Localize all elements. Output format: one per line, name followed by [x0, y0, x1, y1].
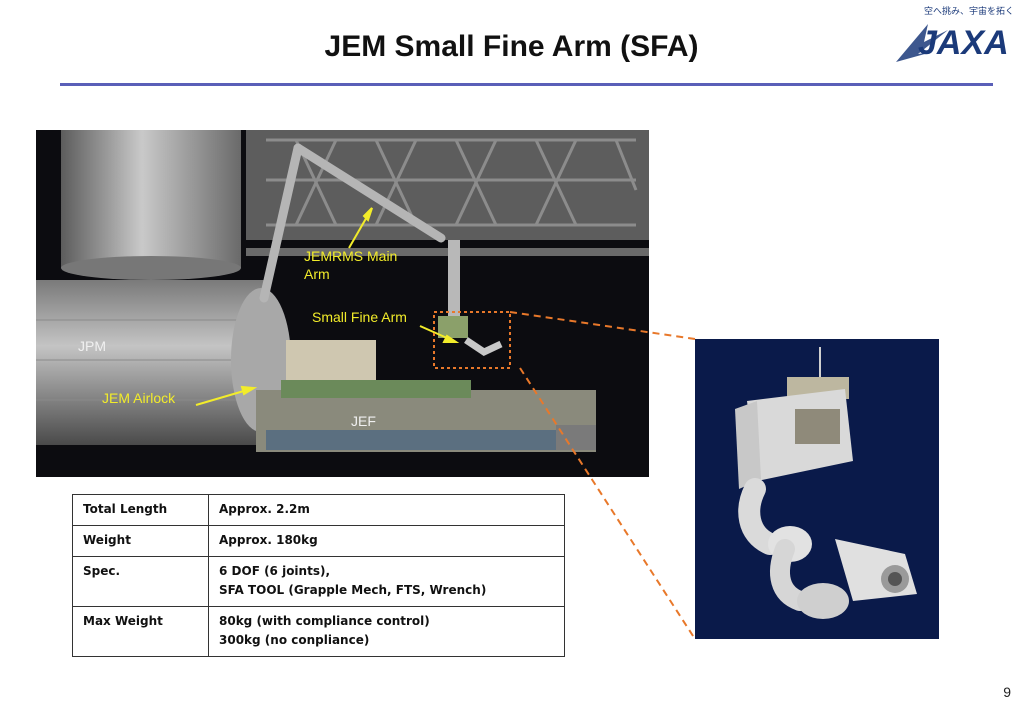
label-small-fine-arm: Small Fine Arm: [312, 309, 407, 325]
table-cell-value: 6 DOF (6 joints), SFA TOOL (Grapple Mech…: [208, 556, 565, 607]
sfa-spec-table: Total Length Approx. 2.2m Weight Approx.…: [72, 494, 565, 657]
table-cell-value: Approx. 2.2m: [208, 494, 565, 526]
table-cell-label: Spec.: [72, 556, 209, 607]
value-line: 80kg (with compliance control): [219, 614, 430, 628]
jaxa-logo: 空へ挑み、宇宙を拓く JAXA: [888, 2, 1014, 82]
page-number: 9: [1003, 684, 1011, 700]
table-row: Total Length Approx. 2.2m: [72, 494, 565, 526]
value-line: Approx. 180kg: [219, 533, 318, 547]
title-divider: [60, 83, 993, 86]
label-jemrms-main-arm-line2: Arm: [304, 266, 330, 282]
label-jemrms-main-arm: JEMRMS Main: [304, 248, 398, 264]
label-jef: JEF: [351, 413, 376, 429]
svg-text:JAXA: JAXA: [918, 24, 1008, 62]
value-line: SFA TOOL (Grapple Mech, FTS, Wrench): [219, 583, 487, 597]
table-cell-value: Approx. 180kg: [208, 525, 565, 557]
table-cell-label: Total Length: [72, 494, 209, 526]
iss-jem-render-image: JEMRMS Main Arm Small Fine Arm JPM JEM A…: [36, 130, 649, 477]
table-cell-value: 80kg (with compliance control) 300kg (no…: [208, 606, 565, 657]
logo-tagline: 空へ挑み、宇宙を拓く: [924, 6, 1015, 16]
table-cell-label: Max Weight: [72, 606, 209, 657]
sfa-closeup-image: [695, 339, 939, 639]
value-line: Approx. 2.2m: [219, 502, 310, 516]
label-jem-airlock: JEM Airlock: [102, 390, 176, 406]
table-row: Weight Approx. 180kg: [72, 525, 565, 557]
label-jpm: JPM: [78, 338, 106, 354]
table-row: Spec. 6 DOF (6 joints), SFA TOOL (Grappl…: [72, 556, 565, 607]
table-cell-label: Weight: [72, 525, 209, 557]
value-line: 6 DOF (6 joints),: [219, 564, 331, 578]
value-line: 300kg (no conpliance): [219, 633, 370, 647]
slide-title: JEM Small Fine Arm (SFA): [324, 30, 699, 63]
table-row: Max Weight 80kg (with compliance control…: [72, 606, 565, 657]
